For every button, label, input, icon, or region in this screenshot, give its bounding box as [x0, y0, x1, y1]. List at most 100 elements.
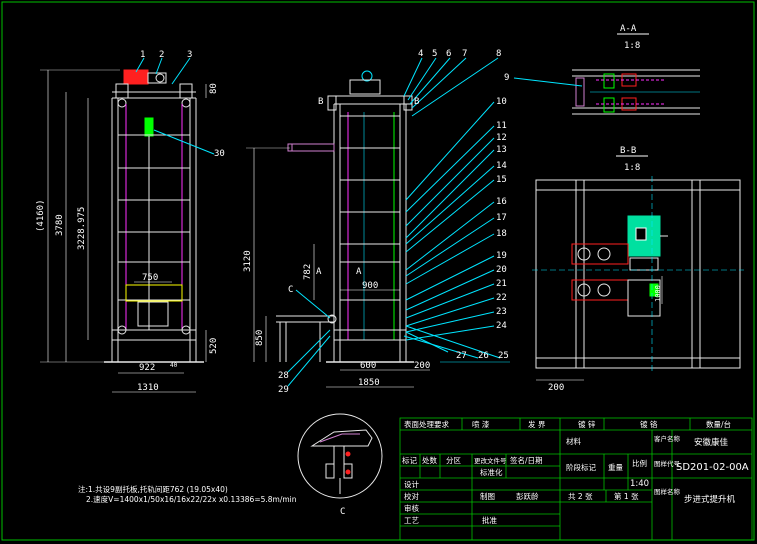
- tb-zone: 分区: [446, 456, 461, 465]
- callout-16: 16: [496, 197, 507, 207]
- section-bb-dim-side: 1000: [654, 285, 662, 302]
- tb-customer-label: 客户名称: [654, 434, 681, 443]
- tb-count: 处数: [422, 455, 437, 465]
- section-aa-title: A-A: [620, 24, 637, 34]
- side-section-marks: B B A A C: [288, 97, 419, 295]
- section-bb-view: [532, 155, 744, 381]
- callout-22: 22: [496, 293, 507, 303]
- callout-1: 1: [140, 50, 145, 60]
- section-bb-dim-200: 200: [548, 383, 564, 393]
- callout-29: 29: [278, 385, 289, 395]
- tb-drawingno-label: 图样代号: [654, 459, 681, 468]
- callout-28: 28: [278, 371, 289, 381]
- tb-mark: 标记: [402, 455, 417, 465]
- side-callouts: 4 5 6 7 8 10 11 12 13 14 15 16 17 18 19 …: [278, 49, 509, 395]
- tb-standard: 标准化: [480, 467, 503, 477]
- note-line-1: 注:1.共设9副托板,托轨间距762 (19.05x40): [78, 484, 228, 494]
- callout-11: 11: [496, 121, 507, 131]
- section-bb-title: B-B: [620, 146, 636, 156]
- side-dim-3120: 3120: [243, 250, 253, 272]
- tb-coat: 镀 锌: [578, 419, 596, 429]
- callout-10: 10: [496, 97, 507, 107]
- callout-21: 21: [496, 279, 507, 289]
- tb-stagemark: 阶段标记: [566, 462, 596, 472]
- callout-9: 9: [504, 73, 509, 83]
- title-block-text: 表面处理要求 喷 漆 发 界 镀 锌 镀 铬 数量/台 材料 客户名称 安徽康佳…: [402, 419, 749, 525]
- callout-18: 18: [496, 229, 507, 239]
- side-dim-782: 782: [303, 264, 313, 280]
- callout-19: 19: [496, 251, 507, 261]
- tb-draft: 制图: [480, 491, 495, 501]
- side-dim-850: 850: [255, 330, 265, 346]
- side-view: [246, 57, 510, 388]
- front-dim-1310: 1310: [137, 383, 159, 393]
- front-callouts: 1 2 3 30: [140, 50, 225, 159]
- callout-26: 26: [478, 351, 489, 361]
- tb-check: 校对: [404, 491, 419, 501]
- callout-5: 5: [432, 49, 437, 59]
- callout-8: 8: [496, 49, 501, 59]
- callout-3: 3: [187, 50, 192, 60]
- callout-25: 25: [498, 351, 509, 361]
- tb-drawingname-label: 图样名称: [654, 487, 681, 496]
- section-aa-view: [513, 33, 700, 115]
- front-dim-3228: 3228.975: [77, 207, 87, 250]
- side-dim-900: 900: [362, 281, 378, 291]
- front-dim-922: 922: [139, 363, 155, 373]
- tb-scale: 1:40: [630, 479, 649, 489]
- tb-drawingno: SD201-02-00A: [676, 462, 749, 473]
- tb-qty: 数量/台: [706, 419, 731, 429]
- front-dim-520: 520: [209, 338, 219, 354]
- title-block: [399, 417, 753, 541]
- detail-c-view: [297, 413, 383, 499]
- detail-c-label: C: [340, 507, 345, 517]
- section-bb-scale: 1:8: [624, 163, 640, 173]
- mark-c: C: [288, 285, 293, 295]
- tb-material-label: 材料: [566, 436, 581, 446]
- mark-a-left: A: [316, 267, 322, 277]
- tb-scale-label: 比例: [632, 458, 647, 468]
- front-dim-40: 40: [170, 362, 178, 369]
- tb-design: 设计: [404, 479, 419, 489]
- callout-6: 6: [446, 49, 451, 59]
- callout-20: 20: [496, 265, 507, 275]
- callout-12: 12: [496, 133, 507, 143]
- tb-signdate: 签名/日期: [510, 455, 543, 465]
- tb-drawingname: 步进式提升机: [684, 494, 736, 505]
- front-dim-overall: (4160): [36, 199, 46, 232]
- mark-b-left: B: [318, 97, 323, 107]
- callout-17: 17: [496, 213, 507, 223]
- side-dim-600: 600: [360, 361, 376, 371]
- callout-2: 2: [159, 50, 164, 60]
- callout-27: 27: [456, 351, 467, 361]
- tb-review: 审核: [404, 503, 419, 513]
- front-dim-3780: 3780: [55, 214, 65, 236]
- callout-4: 4: [418, 49, 423, 59]
- mark-b-right: B: [414, 97, 419, 107]
- side-dim-200: 200: [414, 361, 430, 371]
- front-dim-750: 750: [142, 273, 158, 283]
- tb-process: 工艺: [404, 516, 419, 525]
- side-dim-1850: 1850: [358, 378, 380, 388]
- tb-approve: 批准: [482, 515, 497, 525]
- section-aa-scale: 1:8: [624, 41, 640, 51]
- mark-a-right: A: [356, 267, 362, 277]
- callout-14: 14: [496, 161, 507, 171]
- tb-sheet-no: 第 1 张: [614, 491, 639, 501]
- tb-plate: 镀 铬: [640, 419, 658, 429]
- callout-15: 15: [496, 175, 507, 185]
- tb-docno: 更改文件号: [474, 456, 507, 465]
- tb-drafter: 彭跃龄: [516, 491, 539, 501]
- front-view: [40, 57, 215, 393]
- tb-issue: 发 界: [528, 419, 546, 429]
- callout-13: 13: [496, 145, 507, 155]
- callout-23: 23: [496, 307, 507, 317]
- callout-30: 30: [214, 149, 225, 159]
- tb-customer: 安徽康佳: [694, 437, 729, 448]
- callout-24: 24: [496, 321, 507, 331]
- front-dim-80: 80: [209, 83, 219, 94]
- callout-7: 7: [462, 49, 467, 59]
